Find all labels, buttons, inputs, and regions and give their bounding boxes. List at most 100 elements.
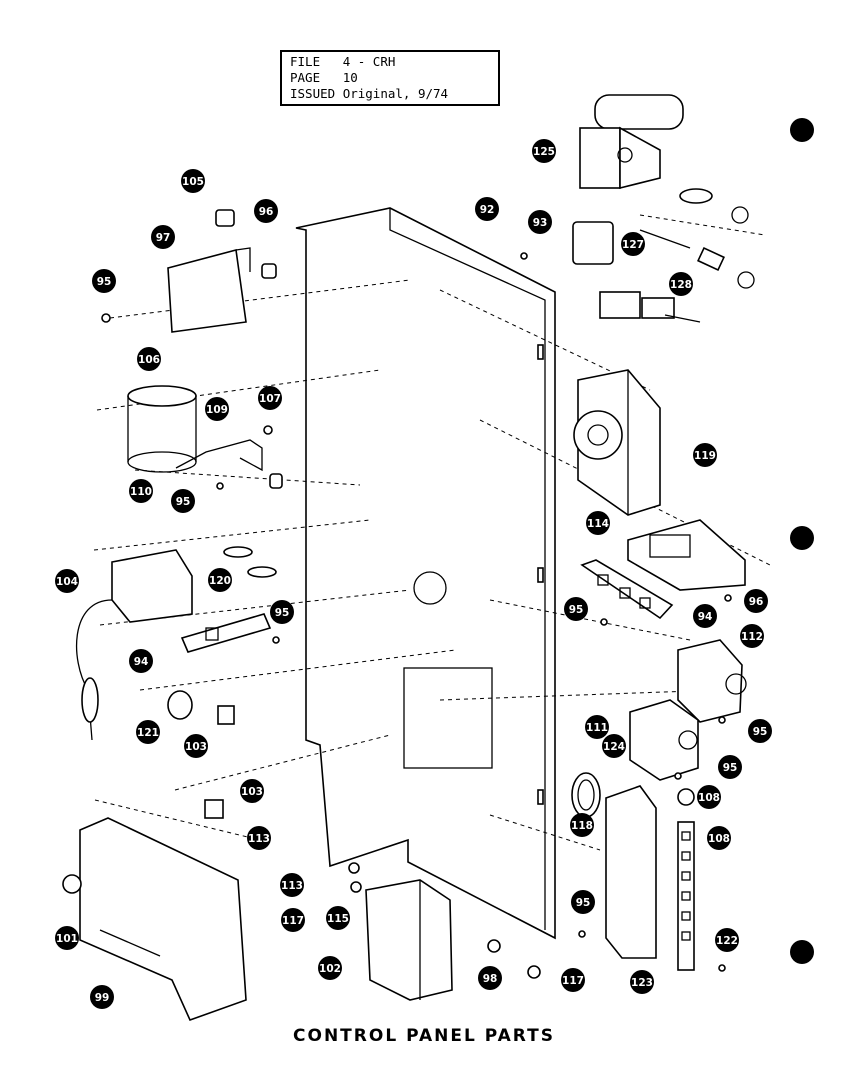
bushing-121 [167,690,193,720]
callout-number: 103 [241,786,263,798]
file-label: FILE [290,54,321,69]
callout-95: 95 [748,719,772,743]
callout-circle [740,624,764,648]
callout-circle [55,569,79,593]
callout-circle [280,873,304,897]
relay-111 [629,699,699,781]
terminal-strip-108 [677,821,695,971]
callout-circle [171,489,195,513]
callout-circle [693,443,717,467]
capacitor-109 [127,385,197,473]
callout-number: 94 [134,656,149,668]
callout-circle [326,906,350,930]
callout-number: 110 [130,486,152,498]
callout-number: 117 [282,915,304,927]
callout-number: 124 [603,741,625,753]
callout-number: 105 [182,176,204,188]
callout-93: 93 [528,210,552,234]
callout-circle [707,826,731,850]
callout-115: 115 [326,906,350,930]
knob-106-right [677,788,695,806]
callout-number: 99 [95,992,110,1004]
callout-number: 95 [753,726,768,738]
callout-circle [697,785,721,809]
mounting-bracket-123 [605,785,657,959]
callout-circle [281,908,305,932]
callout-number: 120 [209,575,231,587]
registration-dot-top [790,118,814,142]
callout-118: 118 [570,813,594,837]
callout-circle [181,169,205,193]
callout-number: 97 [156,232,171,244]
timer-motor-119 [573,369,661,516]
callout-circle [570,813,594,837]
callout-number: 111 [586,722,608,734]
callout-119: 119 [693,443,717,467]
callout-number: 98 [483,973,498,985]
callout-circle [129,479,153,503]
issued-label: ISSUED [290,86,336,101]
fuse-holder-127 [572,221,755,289]
callout-92: 92 [475,197,499,221]
callout-circle [532,139,556,163]
callout-circle [602,734,626,758]
callout-number: 118 [571,820,593,832]
callout-circle [718,755,742,779]
callout-circle [528,210,552,234]
callout-number: 128 [670,279,692,291]
callout-number: 103 [185,741,207,753]
callout-number: 95 [576,897,591,909]
callout-113: 113 [247,826,271,850]
callout-circle [748,719,772,743]
callout-95: 95 [92,269,116,293]
callout-108: 108 [697,785,721,809]
callout-number: 117 [562,975,584,987]
callout-96: 96 [254,199,278,223]
callout-number: 122 [716,935,738,947]
callout-105: 105 [181,169,205,193]
page-row: PAGE 10 [290,70,490,86]
grommet-103-lower [204,799,224,819]
callout-number: 107 [259,393,281,405]
callout-number: 115 [327,913,349,925]
callout-circle [621,232,645,256]
callout-117: 117 [561,968,585,992]
callout-103: 103 [240,779,264,803]
clip-105 [215,209,235,227]
callout-120: 120 [208,568,232,592]
callout-circle [585,715,609,739]
callout-circle [137,347,161,371]
callout-108: 108 [707,826,731,850]
callout-circle [693,604,717,628]
strap-110 [175,439,263,472]
callout-127: 127 [621,232,645,256]
terminal-board-94-left [180,613,272,653]
callout-112: 112 [740,624,764,648]
callout-circle [318,956,342,980]
callout-number: 123 [631,977,653,989]
callout-circle [561,968,585,992]
callout-number: 127 [622,239,644,251]
callout-circle [136,720,160,744]
callout-95: 95 [718,755,742,779]
callout-102: 102 [318,956,342,980]
switch-102 [365,879,453,1001]
callout-number: 94 [698,611,713,623]
callout-95: 95 [564,597,588,621]
callout-number: 92 [480,204,495,216]
capacitor-125 [579,94,749,224]
callout-circle [129,649,153,673]
callout-123: 123 [630,970,654,994]
callout-number: 96 [259,206,274,218]
callout-122: 122 [715,928,739,952]
callout-circle [630,970,654,994]
callout-circle [715,928,739,952]
callout-circle [571,890,595,914]
terminal-board-94-right [580,559,674,620]
callout-109: 109 [205,397,229,421]
relay-112 [677,639,747,723]
callout-circle [247,826,271,850]
callout-95: 95 [571,890,595,914]
